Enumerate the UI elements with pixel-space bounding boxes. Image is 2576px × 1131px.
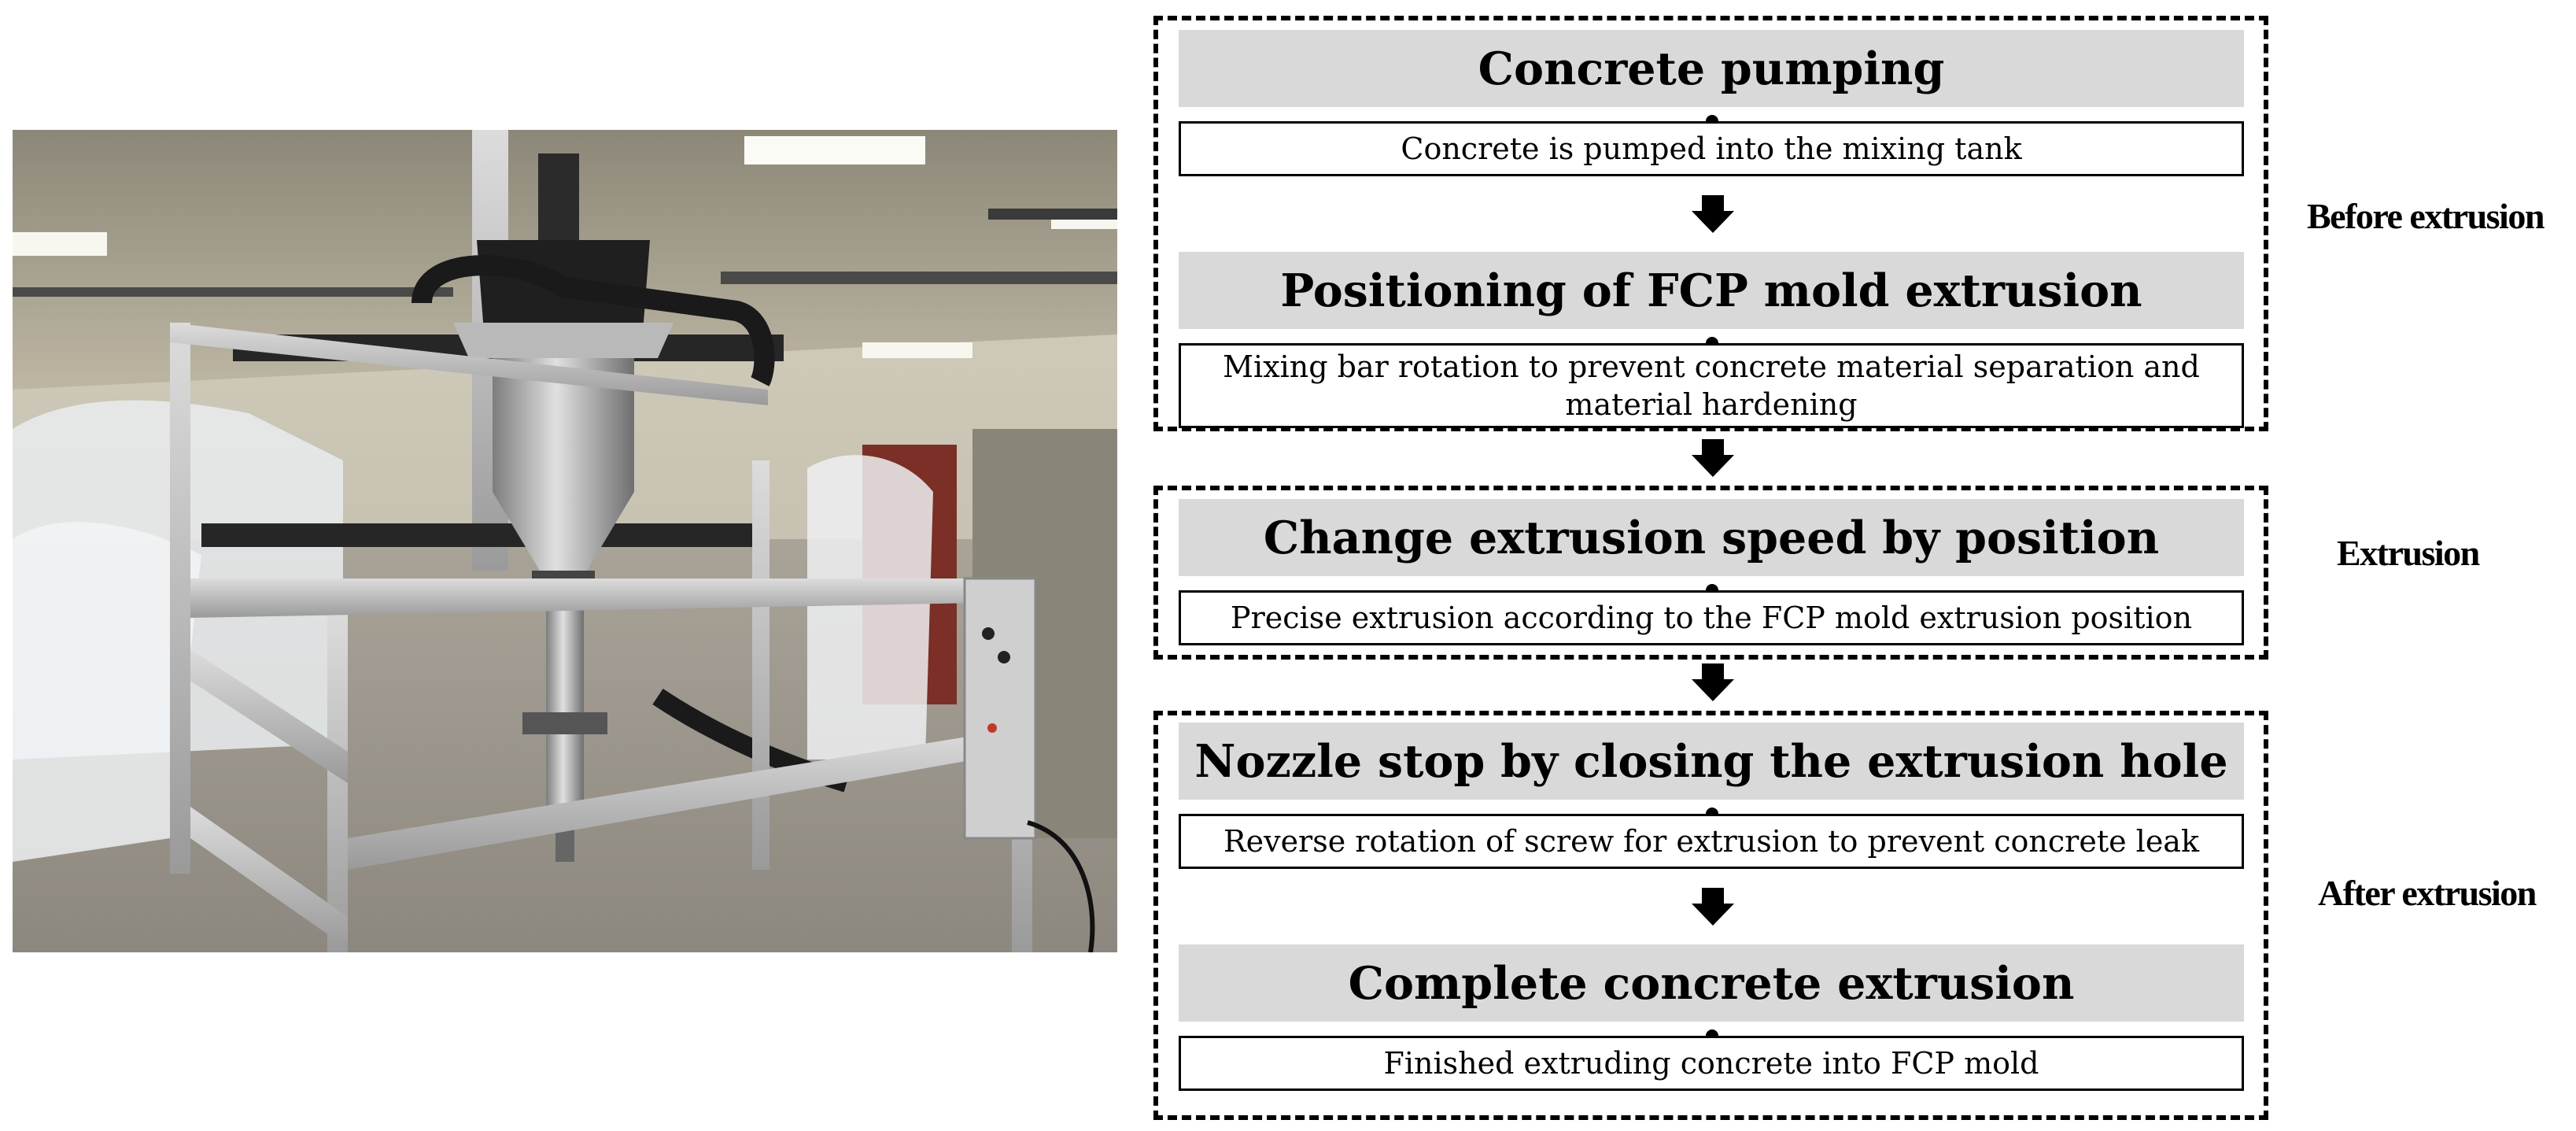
phase-group-extrusion (1153, 486, 2268, 660)
step-title: Complete concrete extrusion (1179, 944, 2244, 1022)
phase-group-after-extrusion (1153, 711, 2268, 1120)
concrete-printer-photo (13, 130, 1117, 952)
down-arrow-icon (1692, 195, 1734, 233)
phase-label-after-extrusion: After extrusion (2318, 873, 2537, 913)
step-description: Mixing bar rotation to prevent concrete … (1179, 343, 2244, 428)
step-title: Change extrusion speed by position (1179, 499, 2244, 576)
step-description: Finished extruding concrete into FCP mol… (1179, 1036, 2244, 1091)
step-title: Positioning of FCP mold extrusion (1179, 252, 2244, 329)
step-title: Concrete pumping (1179, 30, 2244, 107)
down-arrow-icon (1692, 663, 1734, 701)
down-arrow-icon (1692, 888, 1734, 926)
step-description: Precise extrusion according to the FCP m… (1179, 590, 2244, 645)
phase-label-before-extrusion: Before extrusion (2307, 196, 2545, 236)
step-description: Concrete is pumped into the mixing tank (1179, 121, 2244, 176)
down-arrow-icon (1692, 439, 1734, 477)
phase-group-before-extrusion (1153, 16, 2268, 431)
step-description: Reverse rotation of screw for extrusion … (1179, 814, 2244, 869)
step-title: Nozzle stop by closing the extrusion hol… (1179, 723, 2244, 800)
phase-label-extrusion: Extrusion (2337, 533, 2480, 573)
